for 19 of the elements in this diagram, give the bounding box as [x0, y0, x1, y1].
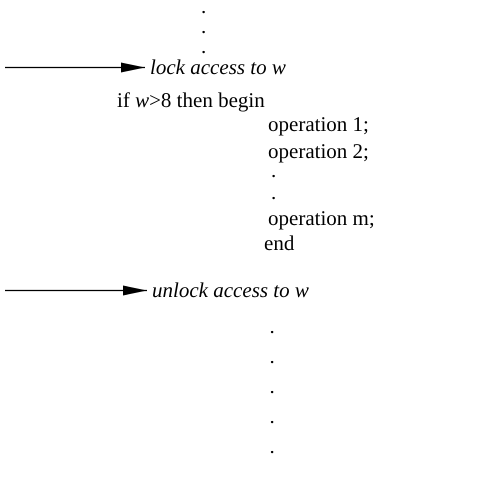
code-line: .: [270, 406, 276, 427]
code-line: .: [270, 376, 276, 397]
code-line: .: [270, 316, 276, 337]
code-line: .: [201, 36, 206, 57]
italic-statement: unlock access to w: [152, 280, 309, 301]
code-line: .: [270, 436, 276, 457]
code-line: .: [201, 16, 206, 37]
code-line: .: [201, 0, 206, 17]
code-line: end: [264, 233, 294, 254]
code-line: .: [271, 182, 276, 203]
code-line: if w>8 then begin: [117, 90, 265, 111]
code-line: .: [270, 346, 276, 367]
code-line: operation 1;: [268, 114, 369, 135]
code-line: operation m;: [268, 208, 375, 229]
italic-statement: lock access to w: [150, 57, 286, 78]
arrow: [5, 62, 145, 72]
code-line: operation 2;: [268, 141, 369, 162]
code-line: .: [271, 160, 276, 181]
arrow: [5, 286, 147, 296]
